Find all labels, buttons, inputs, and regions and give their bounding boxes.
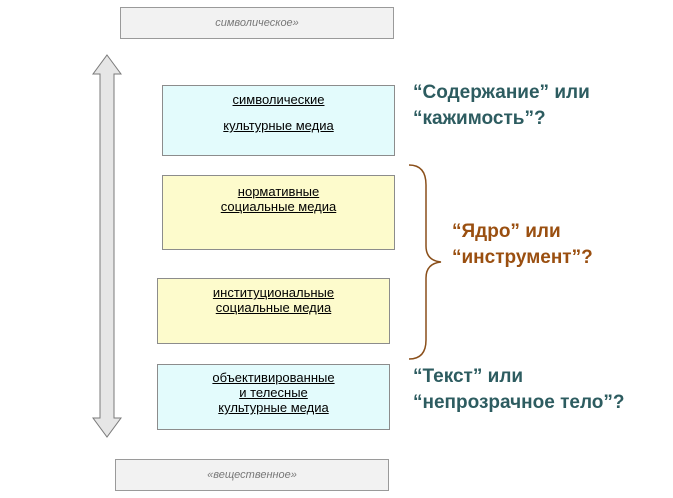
question-core-or-instrument: “Ядро” или “инструмент”?: [452, 219, 593, 271]
question-line: “инструмент”?: [452, 247, 593, 268]
box-line: социальные медиа: [220, 199, 337, 214]
box-institutional-social-media: институциональные социальные медиа: [157, 278, 390, 344]
question-content-or-appearance: “Содержание” или “кажимость”?: [413, 80, 590, 132]
bottom-pole-label: «вещественное»: [115, 459, 389, 491]
box-line: объективированные: [212, 370, 335, 385]
question-line: “Ядро” или: [452, 221, 561, 242]
curly-brace-icon: [408, 164, 442, 360]
question-text-or-opaque-body: “Текст” или “непрозрачное тело”?: [413, 364, 625, 416]
box-line: символические: [232, 92, 325, 107]
top-pole-label: символическое»: [120, 7, 394, 39]
question-line: “непрозрачное тело”?: [413, 392, 625, 413]
box-objectified-bodily-cultural-media: объективированные и телесные культурные …: [157, 364, 390, 430]
question-line: “Текст” или: [413, 366, 524, 387]
double-arrow-icon: [92, 54, 122, 438]
question-line: “кажимость”?: [413, 108, 546, 129]
top-pole-text: символическое»: [215, 17, 299, 29]
box-line: социальные медиа: [215, 300, 332, 315]
box-line: культурные медиа: [223, 118, 334, 133]
box-line: культурные медиа: [218, 400, 329, 415]
box-line: и телесные: [239, 385, 308, 400]
question-line: “Содержание” или: [413, 82, 590, 103]
box-symbolic-cultural-media: символические культурные медиа: [162, 85, 395, 156]
bottom-pole-text: «вещественное»: [207, 469, 297, 481]
box-line: нормативные: [237, 184, 320, 199]
box-normative-social-media: нормативные социальные медиа: [162, 175, 395, 250]
box-line: институциональные: [212, 285, 335, 300]
